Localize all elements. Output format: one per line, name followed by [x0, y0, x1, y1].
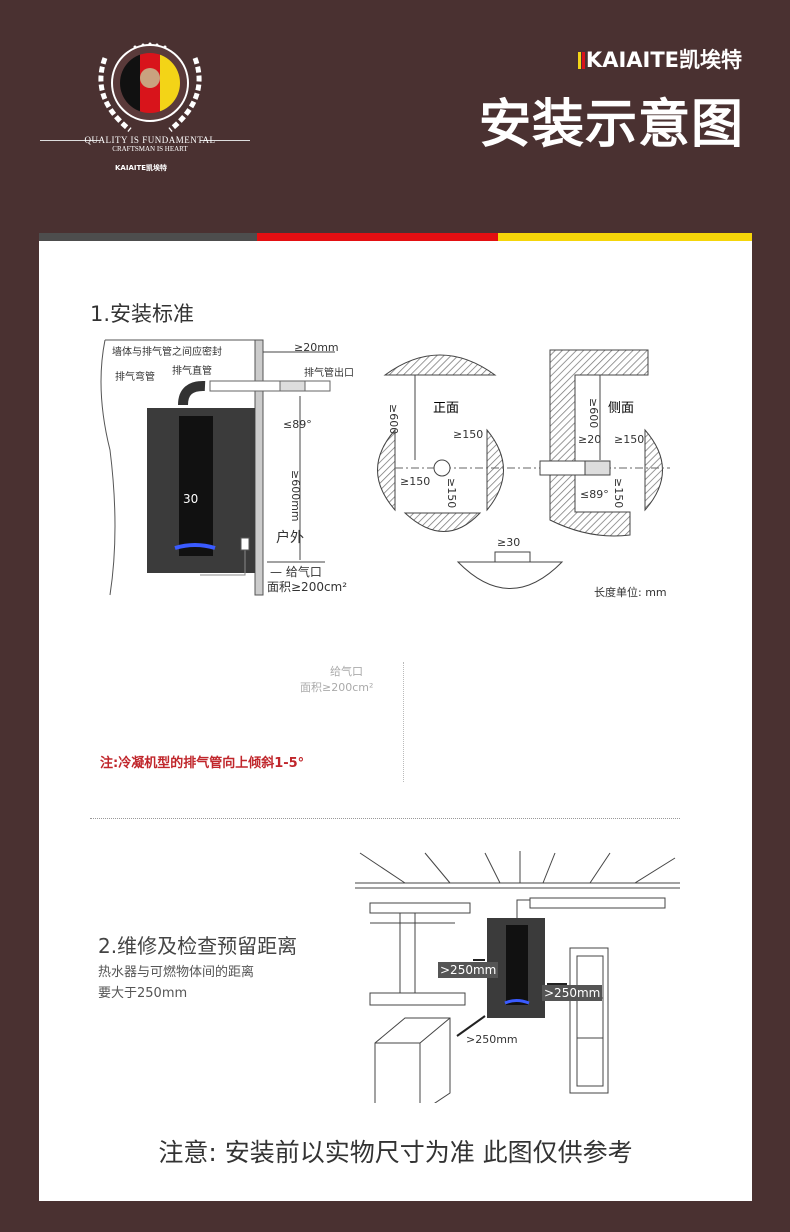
gap-dimension: ≥20mm	[294, 341, 339, 354]
section-divider	[90, 818, 680, 819]
brand-logo: KAIAITE凯埃特	[577, 44, 742, 74]
page-title: 安装示意图	[478, 95, 744, 155]
side-dim-gap: ≥20	[578, 433, 602, 446]
air-inlet-label: — 给气口	[270, 565, 322, 579]
tagline-primary: QUALITY IS FUNDAMENTAL	[84, 135, 216, 145]
front-dim-right: ≥150	[453, 428, 484, 441]
clearance-desc-line1: 热水器与可燃物体间的距离	[98, 965, 255, 980]
divider	[40, 140, 100, 141]
room-clearance-diagram	[355, 851, 680, 1103]
stripe-yellow	[498, 233, 752, 241]
faded-inlet-label: 给气口	[330, 665, 363, 678]
condensing-note: 注:冷凝机型的排气管向上倾斜1-5°	[100, 756, 305, 771]
side-view-label: 侧面	[608, 401, 635, 416]
bottom-dim: ≥30	[497, 536, 521, 549]
tagline-secondary: CRAFTSMAN IS HEART	[112, 145, 188, 153]
angle-dimension: ≤89°	[283, 418, 312, 431]
clearance-description: 热水器与可燃物体间的距离 要大于250mm	[98, 962, 254, 1004]
side-dim-top: ≥600	[587, 398, 600, 429]
content-card	[39, 233, 752, 1201]
front-dim-bottom: ≥150	[445, 478, 458, 509]
front-dim-top: ≥600	[387, 404, 400, 435]
divider	[403, 662, 404, 782]
divider	[200, 140, 250, 141]
seal-label: 墙体与排气管之间应密封	[112, 347, 222, 358]
brand-emblem-logo	[98, 42, 202, 132]
unit-label: 长度单位: mm	[594, 586, 667, 599]
outdoor-label: 户外	[276, 530, 304, 546]
outlet-label: 排气管出口	[304, 368, 354, 379]
clearance-left-label: >250mm	[438, 962, 499, 978]
side-dim-right: ≥150	[614, 433, 645, 446]
straight-pipe-label: 排气直管	[172, 366, 212, 377]
section-heading-install-standard: 1.安装标准	[90, 302, 195, 326]
height-dimension: ≥600mm	[289, 470, 302, 522]
side-dim-bottom: ≥150	[612, 478, 625, 509]
elbow-pipe-label: 排气弯管	[115, 372, 155, 383]
clearance-right-label: >250mm	[542, 985, 603, 1001]
footer-disclaimer: 注意: 安装前以实物尺寸为准 此图仅供参考	[158, 1138, 633, 1167]
side-dim-angle: ≤89°	[580, 488, 609, 501]
clearance-front-label: >250mm	[466, 1033, 518, 1046]
faded-area-label: 面积≥200cm²	[300, 681, 374, 694]
front-view-label: 正面	[433, 401, 460, 416]
small-brand-logo: KAIAITE凯埃特	[115, 164, 168, 172]
wall-mount-diagram: 30	[100, 339, 335, 596]
stripe-red	[257, 233, 498, 241]
clearance-diagram	[377, 349, 670, 589]
section-heading-maintenance: 2.维修及检查预留距离	[98, 934, 298, 958]
svg-text:30: 30	[183, 492, 198, 506]
front-dim-left: ≥150	[400, 475, 431, 488]
brand-name: KAIAITE凯埃特	[585, 48, 742, 72]
clearance-desc-line2: 要大于250mm	[98, 986, 188, 1001]
area-label: 面积≥200cm²	[267, 580, 348, 594]
stripe-gray	[39, 233, 257, 241]
